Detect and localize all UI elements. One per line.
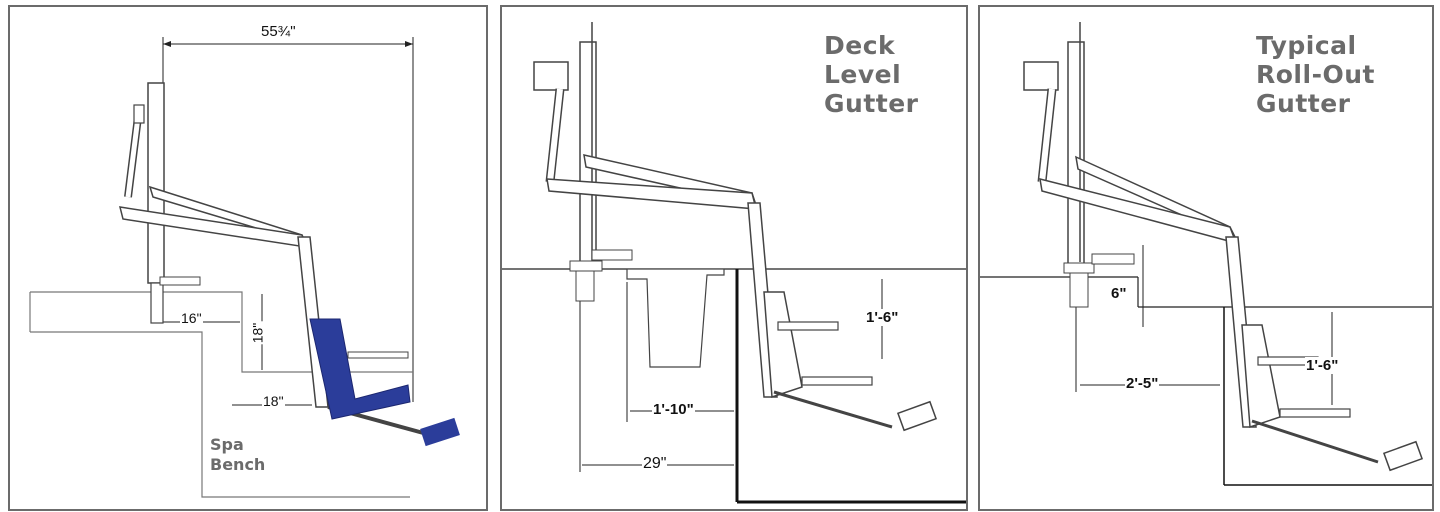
deck-level-panel: Deck Level Gutter 1'-6" 1'-10" 29" xyxy=(500,5,968,511)
deck-level-diagram xyxy=(502,22,966,504)
dim-setback: 1'-10" xyxy=(652,401,695,418)
roll-out-diagram xyxy=(980,22,1432,486)
dim-overall-reach: 55¾" xyxy=(260,23,297,40)
deck-level-title: Deck Level Gutter xyxy=(824,31,919,118)
spa-bench-diagram xyxy=(29,37,460,498)
roll-out-panel: Typical Roll-Out Gutter 6" 1'-6" 2'-5" xyxy=(978,5,1434,511)
dim-overall: 29" xyxy=(642,455,668,473)
spa-bench-panel: 55¾" 16" 18" 18" Spa Bench xyxy=(8,5,488,511)
dim-setback: 2'-5" xyxy=(1125,375,1160,392)
dim-bench-height: 18" xyxy=(249,321,266,345)
dim-bench-width: 16" xyxy=(180,310,203,326)
roll-out-title: Typical Roll-Out Gutter xyxy=(1256,31,1375,118)
spa-bench-label: Spa Bench xyxy=(210,435,266,474)
dim-step-width: 18" xyxy=(262,393,285,409)
dim-gutter-height: 6" xyxy=(1110,285,1128,302)
dim-seat-rise: 1'-6" xyxy=(1305,357,1340,374)
dim-seat-rise: 1'-6" xyxy=(865,309,900,326)
